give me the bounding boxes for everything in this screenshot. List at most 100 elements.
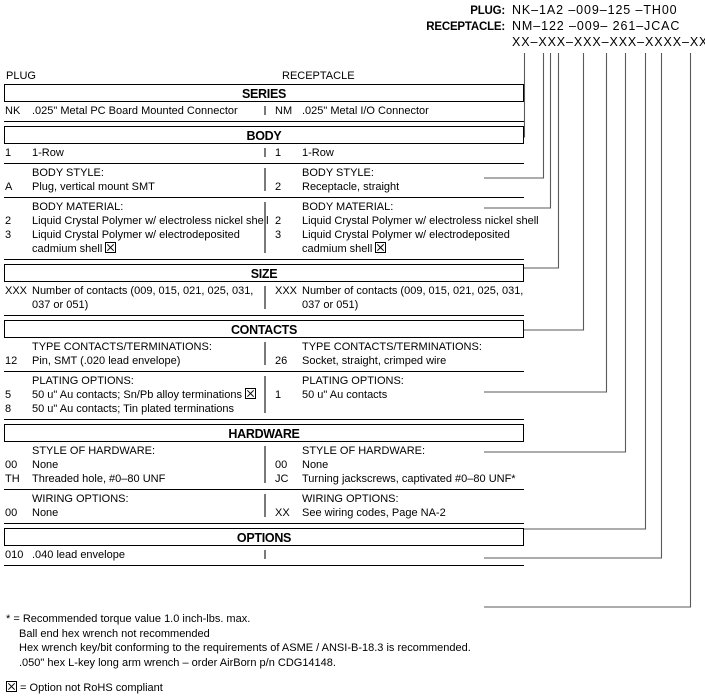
column-divider	[264, 286, 266, 309]
plug-part-number-row: PLUG: NK–1A2 –009–125 –TH00	[410, 3, 705, 19]
column-receptacle: NM .025" Metal I/O Connector	[264, 104, 524, 118]
option-code: A	[5, 181, 13, 193]
option-description: Liquid Crystal Polymer w/ electroless ni…	[32, 215, 269, 227]
option-description: None	[32, 507, 59, 519]
section-series: SERIES NK .025" Metal PC Board Mounted Con…	[4, 84, 524, 122]
option-description: None	[302, 459, 329, 471]
section-end-rule	[4, 523, 524, 524]
option-code: NK	[5, 105, 21, 117]
section-header: SERIES	[4, 84, 524, 102]
column-divider	[264, 446, 266, 483]
section-end-rule	[4, 259, 524, 260]
option-description: See wiring codes, Page NA-2	[302, 507, 446, 519]
option-description: .025" Metal I/O Connector	[302, 105, 429, 117]
option-code: 3	[275, 229, 282, 241]
column-divider	[264, 550, 266, 559]
option-code: 00	[5, 459, 18, 471]
option-group-subheading: BODY MATERIAL:	[32, 201, 124, 213]
rohs-box-x-icon	[6, 681, 17, 692]
option-code: 1	[275, 389, 282, 401]
group-divider	[4, 197, 524, 198]
option-code: JC	[275, 473, 289, 485]
option-description: None	[32, 459, 59, 471]
option-code: NM	[275, 105, 293, 117]
option-row: NM .025" Metal I/O Connector	[274, 104, 524, 118]
option-group: NK .025" Metal PC Board Mounted Connector…	[4, 102, 524, 121]
option-description: .040 lead envelope	[32, 549, 125, 561]
option-row: 00 None	[4, 458, 264, 472]
option-description: 50 u" Au contacts	[302, 389, 388, 401]
section-header: SIZE	[4, 264, 524, 282]
option-description: 50 u" Au contacts; Sn/Pb alloy terminati…	[32, 388, 256, 402]
option-row: 2 Liquid Crystal Polymer w/ electroless n…	[4, 214, 269, 228]
section-header: BODY	[4, 126, 524, 144]
plug-label: PLUG:	[470, 5, 505, 17]
column-divider	[264, 342, 266, 365]
section-size: SIZE XXX Number of contacts (009, 015, 021…	[4, 264, 524, 316]
option-group-subheading: STYLE OF HARDWARE:	[32, 445, 156, 457]
receptacle-part-number: NM–122 –009– 261–JCAC	[512, 19, 681, 33]
column-divider	[264, 202, 266, 253]
option-code: XXX	[275, 285, 298, 297]
option-description: Threaded hole, #0–80 UNF	[32, 473, 166, 485]
option-description: Number of contacts (009, 015, 021, 025, …	[32, 285, 254, 311]
section-end-rule	[4, 419, 524, 420]
option-description: Liquid Crystal Polymer w/ electrodeposit…	[302, 229, 510, 255]
option-group: XXX Number of contacts (009, 015, 021, 02…	[4, 282, 524, 315]
option-code: 5	[5, 389, 12, 401]
part-number-mask-row: XX–XXX–XXX–XXX–XXXX–XXX	[410, 35, 705, 51]
option-group: 010.040 lead envelope	[4, 546, 524, 565]
option-row: 5 50 u" Au contacts; Sn/Pb alloy terminat…	[4, 388, 264, 402]
option-description: .025" Metal PC Board Mounted Connector	[32, 105, 238, 117]
column-plug: BODY STYLE: A Plug, vertical mount SMT	[4, 166, 264, 194]
option-group-subheading: BODY STYLE:	[32, 167, 104, 179]
section-header: HARDWARE	[4, 424, 524, 442]
option-group-subheading: WIRING OPTIONS:	[32, 493, 129, 505]
receptacle-label: RECEPTACLE:	[426, 21, 505, 33]
note-l-key: .050" hex L-key long arm wrench – order …	[19, 656, 336, 669]
column-divider	[264, 106, 266, 115]
rohs-box-x-icon	[105, 242, 117, 253]
option-description: Plug, vertical mount SMT	[32, 181, 155, 193]
section-header: CONTACTS	[4, 320, 524, 338]
option-group-subheading: TYPE CONTACTS/TERMINATIONS:	[302, 341, 482, 353]
option-group-subheading: WIRING OPTIONS:	[302, 493, 399, 505]
column-divider	[264, 148, 266, 157]
section-end-rule	[4, 315, 524, 316]
option-row: NK .025" Metal PC Board Mounted Connector	[4, 104, 264, 118]
column-divider	[264, 494, 266, 517]
note-torque: * = Recommended torque value 1.0 inch-lb…	[6, 613, 251, 625]
option-code: 12	[5, 355, 18, 367]
option-code: 2	[275, 181, 282, 193]
option-code: 1	[275, 147, 282, 159]
option-row: 3 Liquid Crystal Polymer w/ electrodeposi…	[274, 228, 524, 256]
option-code: 2	[5, 215, 12, 227]
option-row: A Plug, vertical mount SMT	[4, 180, 264, 194]
option-code: 3	[5, 229, 12, 241]
rohs-box-x-icon	[244, 388, 256, 399]
section-end-rule	[4, 121, 524, 122]
option-group-subheading: TYPE CONTACTS/TERMINATIONS:	[32, 341, 212, 353]
plug-part-number: NK–1A2 –009–125 –TH00	[512, 3, 678, 17]
option-description: 1-Row	[32, 147, 64, 159]
